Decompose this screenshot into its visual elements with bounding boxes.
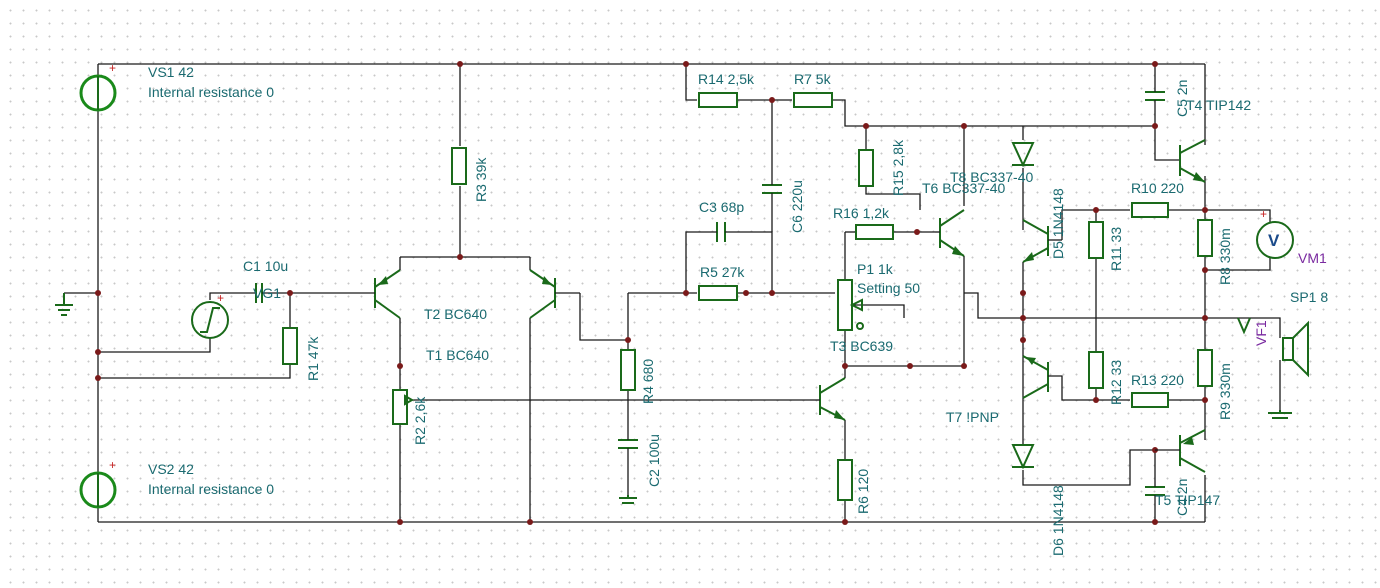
r2-resistor[interactable]	[392, 389, 408, 425]
r4-label: R4 680	[640, 359, 656, 404]
c1-label: C1 10u	[243, 258, 288, 274]
p1-setting-label: Setting 50	[857, 280, 920, 296]
c2-label: C2 100u	[646, 434, 662, 487]
r1-label: R1 47k	[305, 336, 321, 381]
r6-resistor[interactable]	[837, 459, 853, 501]
r10-label: R10 220	[1131, 180, 1184, 196]
ground-symbol-left	[55, 293, 73, 316]
vf1-label: VF1	[1253, 320, 1269, 346]
r9-label: R9 330m	[1217, 363, 1233, 420]
t2-transistor[interactable]	[529, 269, 580, 319]
t1-label: T1 BC640	[426, 347, 489, 363]
vm1-voltmeter[interactable]: V +	[1256, 207, 1294, 259]
r8-resistor[interactable]	[1197, 219, 1213, 257]
r11-resistor[interactable]	[1088, 221, 1104, 259]
r16-resistor[interactable]	[855, 224, 894, 240]
d6-label: D6 1N4148	[1050, 485, 1066, 556]
c3-capacitor[interactable]	[697, 222, 747, 242]
r7-label: R7 5k	[794, 71, 832, 87]
p1-label: P1 1k	[857, 261, 894, 277]
vf1-probe[interactable]	[1237, 317, 1251, 335]
svg-text:+: +	[217, 291, 224, 305]
t4-transistor[interactable]	[1179, 139, 1206, 183]
ground-symbol-speaker	[1268, 410, 1292, 419]
vm1-label: VM1	[1298, 250, 1327, 266]
sp1-label: SP1 8	[1290, 289, 1328, 305]
svg-text:+: +	[1260, 207, 1267, 221]
svg-text:V: V	[1268, 231, 1280, 250]
t8-transistor[interactable]	[1022, 219, 1062, 263]
c5-label: C5 2n	[1174, 80, 1190, 117]
c5-capacitor[interactable]	[1145, 85, 1165, 115]
c2-capacitor[interactable]	[618, 430, 638, 470]
t3-transistor[interactable]	[810, 377, 846, 421]
vs1-source[interactable]: +	[79, 61, 117, 112]
t7-transistor[interactable]	[1022, 355, 1063, 399]
r3-label: R3 39k	[473, 157, 489, 202]
c6-label: C6 220u	[789, 180, 805, 233]
r5-resistor[interactable]	[698, 285, 738, 301]
c1-capacitor[interactable]	[246, 283, 270, 303]
t5-transistor[interactable]	[1155, 429, 1206, 473]
r15-label: R15 2,8k	[890, 139, 906, 196]
c4-capacitor[interactable]	[1145, 480, 1165, 505]
c6-capacitor[interactable]	[762, 180, 782, 205]
t3-label: T3 BC639	[830, 338, 893, 354]
r4-resistor[interactable]	[620, 349, 636, 391]
t8-label: T8 BC337-40	[950, 169, 1033, 185]
junctions	[95, 61, 1208, 525]
r2-label: R2 2,6k	[412, 396, 428, 445]
sp1-speaker[interactable]	[1282, 320, 1309, 378]
vs2-source[interactable]: +	[79, 458, 117, 509]
r11-label: R11 33	[1108, 227, 1124, 271]
r8-label: R8 330m	[1217, 228, 1233, 285]
t7-label: T7 !PNP	[946, 409, 999, 425]
r7-resistor[interactable]	[793, 92, 833, 108]
r6-label: R6 120	[855, 469, 871, 514]
ground-symbol-c2	[619, 495, 637, 504]
r9-resistor[interactable]	[1197, 349, 1213, 387]
vg1-generator[interactable]: +	[191, 291, 229, 339]
t1-transistor[interactable]	[350, 269, 401, 319]
svg-text:+: +	[109, 458, 116, 472]
t5-label: T5 TIP147	[1155, 492, 1220, 508]
d5-diode[interactable]	[1011, 142, 1035, 168]
r16-label: R16 1,2k	[833, 205, 890, 221]
r5-label: R5 27k	[700, 264, 745, 280]
r1-resistor[interactable]	[282, 327, 298, 365]
c3-label: C3 68p	[699, 199, 744, 215]
vs2-label: VS2 42	[148, 461, 194, 477]
d5-label: D5 1N4148	[1050, 188, 1066, 259]
r10-resistor[interactable]	[1131, 202, 1169, 218]
vs2-resistance-label: Internal resistance 0	[148, 481, 274, 497]
r2-wiper	[404, 394, 415, 406]
r14-resistor[interactable]	[698, 92, 738, 108]
p1-wiper	[849, 298, 863, 312]
vs1-label: VS1 42	[148, 64, 194, 80]
r14-label: R14 2,5k	[698, 71, 755, 87]
p1-marker	[856, 322, 864, 330]
d6-diode[interactable]	[1011, 444, 1035, 470]
r3-resistor[interactable]	[451, 147, 467, 185]
t4-label: T4 TIP142	[1186, 97, 1251, 113]
r15-resistor[interactable]	[858, 149, 874, 187]
vg1-label: VG1	[253, 285, 281, 301]
t2-label: T2 BC640	[424, 306, 487, 322]
r12-label: R12 33	[1108, 360, 1124, 405]
svg-text:+: +	[109, 61, 116, 75]
c4-label: C4 2n	[1174, 479, 1190, 516]
r12-resistor[interactable]	[1088, 351, 1104, 389]
vs1-resistance-label: Internal resistance 0	[148, 84, 274, 100]
r13-label: R13 220	[1131, 372, 1184, 388]
r13-resistor[interactable]	[1131, 392, 1169, 408]
t6-transistor[interactable]	[935, 209, 965, 257]
t6-label: T6 BC337-40	[922, 180, 1005, 196]
